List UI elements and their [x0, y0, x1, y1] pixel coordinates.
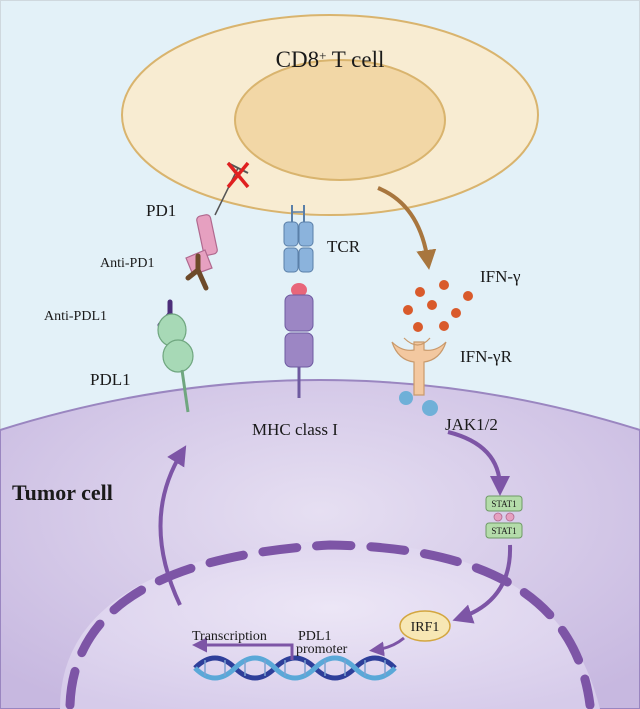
t-cell-nucleus [234, 59, 446, 181]
anti-pd1-label: Anti-PD1 [100, 256, 154, 271]
ifn-gamma-r-label: IFN-γR [460, 347, 513, 366]
tcr-label: TCR [327, 237, 361, 256]
irf1-label: IRF1 [411, 620, 440, 635]
pdl1-label: PDL1 [90, 370, 131, 389]
ifn-gamma-receptor [391, 337, 447, 416]
irf1 [399, 610, 451, 642]
jak-label: JAK1/2 [445, 415, 498, 434]
transcription-arrow [192, 637, 294, 660]
tumor-cell-label: Tumor cell [12, 480, 113, 505]
tcr-complex [283, 205, 314, 297]
dna-helix-icon [193, 655, 397, 681]
t-cell-label: CD8+ T cell [276, 47, 385, 72]
mhc-class-i [284, 294, 314, 398]
anti-pdl1-label: Anti-PDL1 [44, 309, 107, 324]
pdl1-receptor [157, 313, 194, 413]
stat1-top-label: STAT1 [491, 499, 516, 509]
pdl1-expression-arrow [158, 445, 187, 606]
transcription-label: Transcription [192, 629, 267, 644]
nuclear-envelope [65, 540, 595, 709]
ifn-gamma-label: IFN-γ [480, 267, 521, 286]
jak-to-stat-arrow [447, 430, 510, 496]
ifn-release-arrow [377, 186, 437, 270]
ifn-gamma-molecules [403, 280, 473, 332]
irf-to-promoter-arrow [369, 636, 405, 657]
stat1-dimer: STAT1 STAT1 [485, 495, 523, 539]
promoter-label-line1: PDL1 [298, 629, 331, 644]
stat-to-irf-arrow [452, 544, 513, 624]
pd1-label: PD1 [146, 201, 176, 220]
anti-pd1-antibody-icon [185, 253, 209, 291]
blocked-interaction-icon [226, 161, 250, 189]
promoter-label-line2: promoter [296, 642, 348, 657]
stat1-bottom-label: STAT1 [491, 526, 516, 536]
mhc-label: MHC class I [252, 420, 338, 439]
